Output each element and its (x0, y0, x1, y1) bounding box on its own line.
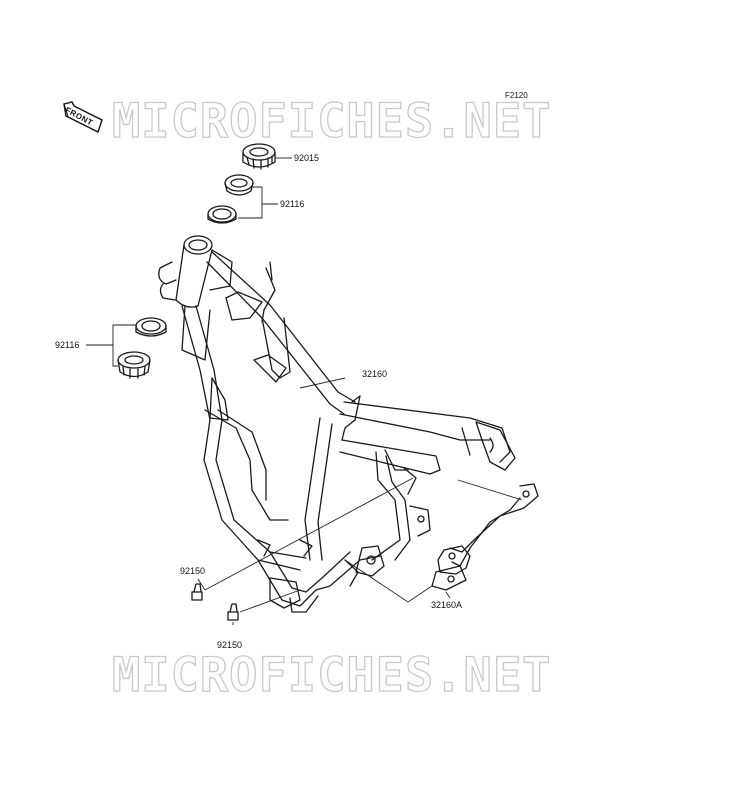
bearing-upper-part (224, 174, 254, 196)
steering-stem-nut-part (242, 143, 276, 170)
leader-92116-upper (238, 186, 278, 219)
watermark-top: MICROFICHES.NET (111, 93, 552, 149)
callout-92150-upper: 92150 (180, 566, 205, 576)
leader-32160-rear (457, 479, 523, 501)
frame-assembly (158, 235, 516, 613)
leader-92116-lower (86, 324, 136, 367)
rear-footpeg-bracket-part (431, 483, 539, 591)
bearing-lower-part (117, 351, 151, 379)
bolt-part-lower (227, 603, 239, 621)
bearing-race-upper-part (207, 205, 237, 224)
watermark-bottom: MICROFICHES.NET (111, 647, 552, 703)
leader-32160A (344, 559, 451, 603)
leader-92150-upper (197, 477, 414, 591)
leader-92150-lower (232, 589, 301, 625)
callout-92150-lower: 92150 (217, 640, 242, 650)
bearing-race-lower-part (135, 317, 167, 337)
callout-32160A: 32160A (431, 600, 462, 610)
bolt-part-upper (191, 583, 203, 601)
front-arrow-icon (63, 101, 103, 133)
callout-92015: 92015 (294, 153, 319, 163)
callout-32160: 32160 (362, 369, 387, 379)
callout-92116-upper: 92116 (280, 199, 304, 209)
figure-code: F2120 (505, 91, 528, 100)
callout-92116-lower: 92116 (55, 340, 79, 350)
leader-32160 (299, 377, 346, 389)
